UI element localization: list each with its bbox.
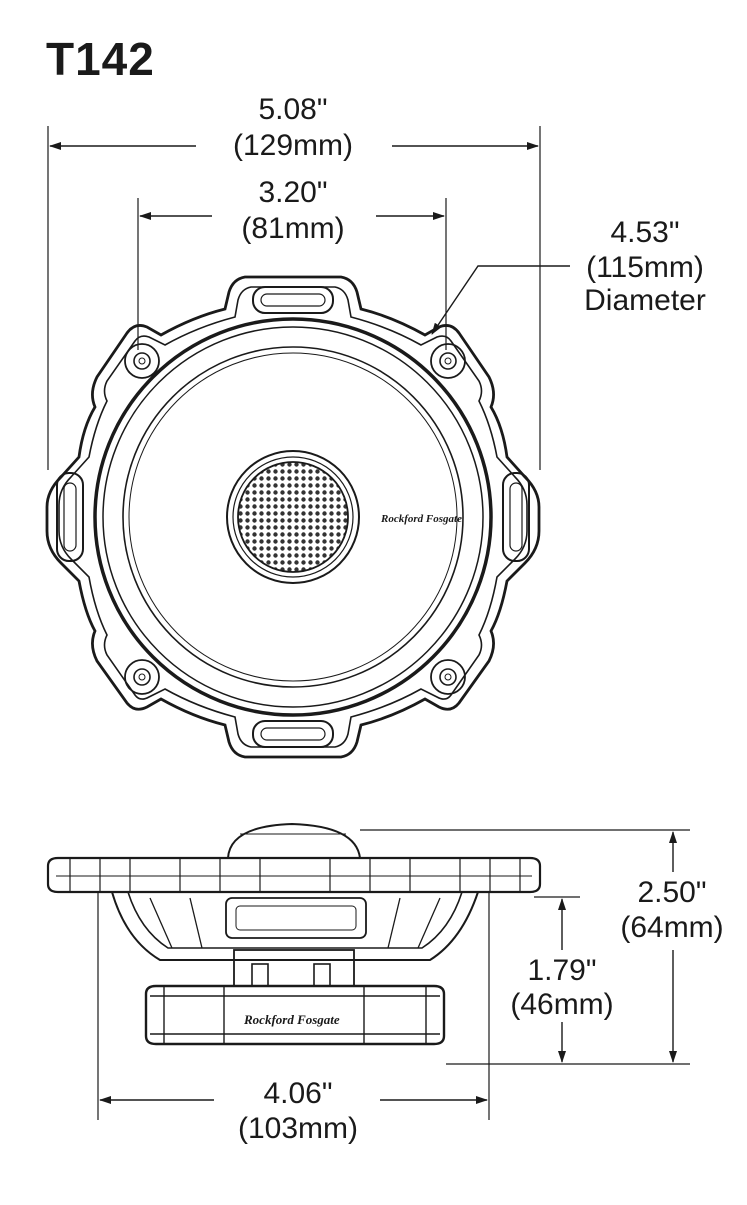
side-magnet: [144, 984, 446, 1046]
side-tweeter-dome: [226, 822, 362, 859]
inner-width-mm: (81mm): [241, 212, 344, 245]
diameter-callout: 4.53" (115mm) Diameter: [431, 216, 706, 335]
side-flange: [46, 856, 542, 894]
base-width-dimension: 4.06" (103mm): [97, 892, 490, 1145]
tweeter-ring: [232, 456, 354, 578]
mount-hole-bottom-right: [430, 659, 466, 695]
mount-hole-top-left: [124, 343, 160, 379]
diameter-inches: 4.53": [610, 216, 679, 249]
speaker-cone-inner: [128, 352, 458, 682]
overall-width-dimension: 5.08" (129mm): [47, 93, 541, 470]
tab-slot-top: [252, 286, 334, 314]
speaker-side-view: Rockford Fosgate: [46, 822, 542, 1046]
speaker-surround-ring: [102, 326, 484, 708]
total-height-inches: 2.50": [637, 876, 706, 909]
overall-width-inches: 5.08": [258, 93, 327, 126]
base-width-mm: (103mm): [238, 1112, 358, 1145]
tab-slot-bottom: [252, 720, 334, 748]
tab-slot-right: [502, 472, 530, 562]
tweeter-grille: [237, 461, 349, 573]
mount-hole-bottom-left: [124, 659, 160, 695]
mount-depth-inches: 1.79": [527, 954, 596, 987]
cone-brand-logo: Rockford Fosgate: [380, 513, 462, 525]
speaker-cone-edge: [122, 346, 464, 688]
inner-width-inches: 3.20": [258, 176, 327, 209]
speaker-inner-frame: [58, 286, 528, 748]
overall-width-mm: (129mm): [233, 129, 353, 162]
tweeter-outer-ring: [226, 450, 360, 584]
diameter-mm: (115mm): [586, 251, 704, 284]
base-width-inches: 4.06": [263, 1077, 332, 1110]
side-basket-window: [225, 897, 367, 939]
terminal-negative: [251, 963, 269, 987]
mount-hole-top-right: [430, 343, 466, 379]
total-height-mm: (64mm): [620, 911, 723, 944]
speaker-surround-outer: [93, 317, 493, 717]
diameter-label: Diameter: [584, 284, 706, 317]
terminal-positive: [313, 963, 331, 987]
mount-depth-dimension: 1.79" (46mm): [510, 896, 614, 1063]
speaker-top-view: Rockford Fosgate: [45, 275, 541, 759]
mount-depth-mm: (46mm): [510, 988, 613, 1021]
total-height-dimension: 2.50" (64mm): [360, 829, 724, 1065]
magnet-brand-logo: Rockford Fosgate: [243, 1012, 340, 1027]
diameter-leader: [431, 265, 570, 335]
model-title: T142: [46, 33, 155, 85]
tab-slot-left: [56, 472, 84, 562]
speaker-outer-frame: [45, 275, 541, 759]
inner-width-dimension: 3.20" (81mm): [137, 176, 447, 350]
